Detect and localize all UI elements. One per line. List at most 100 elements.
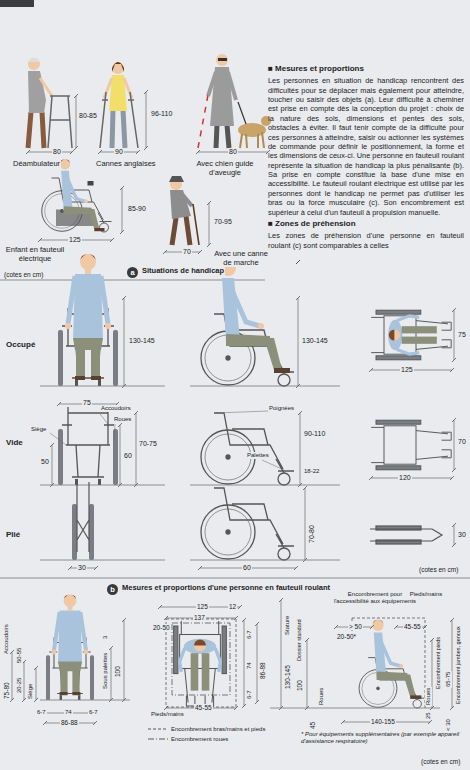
legend-row: Encombrement roues bbox=[148, 736, 228, 742]
caption-label: Avec chien guide d'aveugle bbox=[188, 160, 262, 177]
caption-label: Stature bbox=[284, 615, 291, 636]
legend-sample bbox=[148, 726, 168, 732]
dimension-value: 70-80 bbox=[308, 524, 316, 544]
dimension-value: 45-55 bbox=[194, 704, 213, 711]
dimension-value: 125 bbox=[400, 366, 414, 374]
section-badge: a bbox=[127, 267, 138, 278]
dimension-value: 80-85 bbox=[78, 112, 98, 120]
caption-label: Palettes bbox=[246, 452, 270, 459]
dimension-value: 70-95 bbox=[213, 218, 233, 226]
caption-label: Poignées bbox=[268, 405, 295, 412]
dimension-value: 70 bbox=[457, 438, 467, 446]
dimension-value: 75 bbox=[82, 399, 92, 407]
dimension-value: 90 bbox=[114, 148, 124, 156]
dimension-value: 86-88 bbox=[60, 719, 79, 726]
dimension-value: 60 bbox=[242, 564, 252, 572]
caption-label: Dossier standard bbox=[296, 618, 302, 662]
dimension-value: 70 bbox=[182, 248, 192, 256]
dimension-value: > 50 bbox=[348, 623, 363, 630]
legend-text: Encombrement bras/mains et pieds bbox=[171, 726, 265, 732]
dimension-value: 20-50* bbox=[336, 633, 357, 640]
caption-label: Plié bbox=[5, 530, 21, 539]
dimension-value: 50 bbox=[40, 458, 50, 466]
caption-label: Enfant en fauteuil électrique bbox=[2, 246, 68, 263]
section-badge: b bbox=[107, 584, 118, 595]
dimension-value: (cotes en cm) bbox=[420, 758, 461, 765]
dimension-value: 125 bbox=[196, 603, 209, 610]
dimension-value: 30 bbox=[77, 564, 87, 572]
guide-dog-figure bbox=[198, 54, 271, 148]
dimension-value: 65-75 bbox=[445, 671, 452, 688]
cane-figure bbox=[169, 176, 199, 245]
dimension-value: 96-110 bbox=[150, 110, 173, 118]
dimension-value: 140-155 bbox=[370, 718, 396, 725]
dimension-value: 6-7 bbox=[246, 689, 253, 700]
legend-sample bbox=[148, 736, 168, 742]
dimension-value: 90-110 bbox=[303, 430, 326, 438]
dimension-value: 20-50 bbox=[152, 624, 171, 631]
dimension-value: 120 bbox=[398, 474, 412, 482]
dimension-value: < 30 bbox=[445, 718, 452, 732]
caption-label: Cannes anglaises bbox=[95, 160, 157, 169]
caption-label: Occupé bbox=[5, 340, 36, 349]
caption-label: Accoudoirs bbox=[3, 623, 10, 655]
caption-label: Vide bbox=[5, 438, 24, 447]
body-text: Les personnes en situation de handicap r… bbox=[268, 76, 464, 217]
dimension-value: 25 bbox=[425, 711, 432, 720]
caption-label: * Pour équipements supplémentaires (par … bbox=[300, 731, 467, 745]
folded-top bbox=[370, 526, 442, 544]
dimension-value: 75 bbox=[457, 331, 467, 339]
caption-label: Mesures et proportions d'une personne en… bbox=[121, 584, 331, 593]
caption-label: Pieds/mains bbox=[150, 711, 185, 718]
dimension-value: 74 bbox=[64, 709, 73, 716]
caption-label: Siège bbox=[30, 426, 47, 433]
dimension-value: 45 bbox=[309, 721, 316, 730]
legend-text: Encombrement roues bbox=[171, 736, 228, 742]
dimension-value: 85-90 bbox=[127, 205, 147, 213]
dimension-value: 137 bbox=[193, 614, 206, 621]
dimension-value: 6-7 bbox=[246, 629, 253, 640]
caption-label: Encombrement jambes, genoux bbox=[455, 625, 461, 705]
dimension-value: 80 bbox=[228, 148, 238, 156]
crutches-figure bbox=[100, 62, 138, 148]
dimension-value: 20-25 bbox=[16, 677, 23, 694]
dimension-value: 6-7 bbox=[36, 709, 47, 716]
caption-label: Accoudoirs bbox=[100, 405, 132, 412]
dimension-value: 70-75 bbox=[138, 440, 158, 448]
caption-label: Roues bbox=[318, 687, 325, 706]
dimension-value: 100 bbox=[296, 679, 303, 692]
dimension-value: 130-145 bbox=[284, 664, 291, 690]
dimension-value: 74 bbox=[246, 661, 253, 670]
dimension-value: 30 bbox=[457, 531, 467, 539]
dimension-value: 100 bbox=[114, 665, 121, 678]
body-text: ■ Mesures et proportions bbox=[268, 64, 464, 74]
caption-label: Siège bbox=[27, 683, 34, 700]
dimension-value: 18-22 bbox=[303, 468, 320, 475]
walker-figure bbox=[28, 58, 72, 148]
dimension-value: 130-145 bbox=[128, 337, 156, 345]
dimension-value: (cotes en cm) bbox=[418, 566, 459, 573]
caption-label: Encombrement pieds bbox=[435, 636, 441, 690]
body-text: Les zones de préhension d'une personne e… bbox=[268, 231, 464, 250]
caption-label: Roues bbox=[113, 416, 132, 423]
caption-label: Situations de handicap bbox=[141, 267, 225, 276]
caption-label: Déambulateur bbox=[12, 160, 61, 169]
dimension-value: 75-80 bbox=[3, 681, 10, 700]
dimension-value: 6-7 bbox=[88, 709, 99, 716]
caption-label: Pieds/mains bbox=[404, 591, 448, 598]
dimension-value: 86-88 bbox=[259, 661, 266, 680]
dimension-value: 45-55 bbox=[403, 623, 422, 630]
dimension-value: 12 bbox=[228, 603, 237, 610]
dimension-value: 60 bbox=[123, 452, 133, 460]
caption-label: Sous palettes bbox=[102, 652, 109, 690]
dimension-value: 130-145 bbox=[301, 337, 329, 345]
caption-label: Roues bbox=[425, 687, 432, 706]
dimension-value: (cotes en cm) bbox=[3, 271, 44, 278]
legend-row: Encombrement bras/mains et pieds bbox=[148, 726, 265, 732]
dimension-value: 3 bbox=[102, 635, 109, 640]
dimension-value: 50-55 bbox=[16, 647, 23, 664]
caption-label: Avec une canne de marche bbox=[212, 250, 270, 267]
folded-front bbox=[72, 482, 94, 560]
dimension-value: 80 bbox=[52, 148, 62, 156]
